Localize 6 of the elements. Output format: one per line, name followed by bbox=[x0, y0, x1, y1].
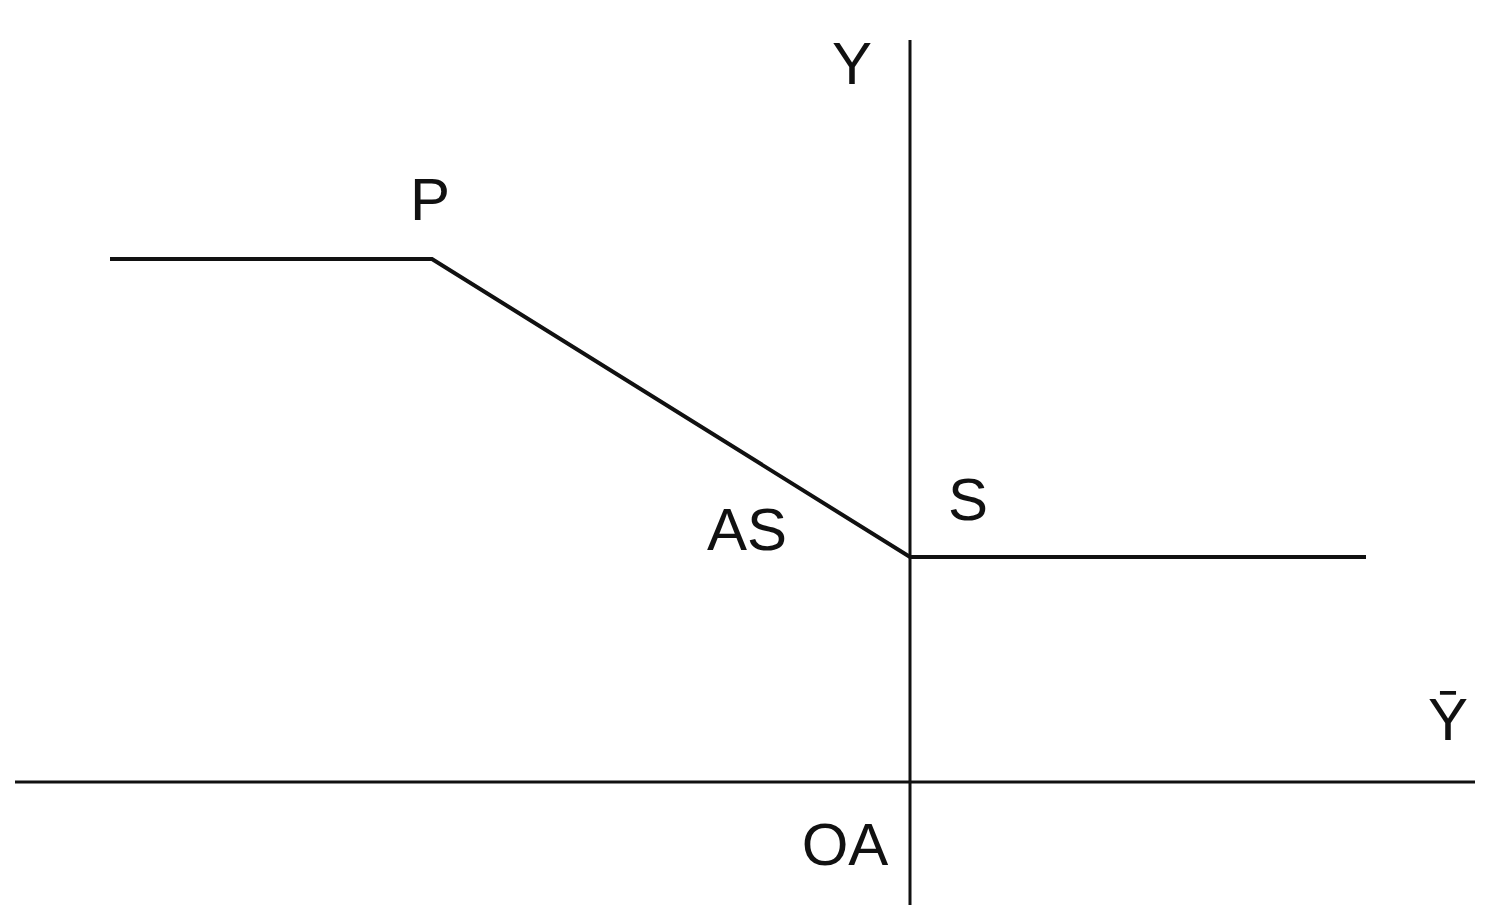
point-label: P bbox=[410, 170, 450, 230]
axis-label: Ȳ bbox=[1428, 690, 1468, 750]
origin-label: OA bbox=[801, 815, 889, 875]
point-label: S bbox=[948, 470, 988, 530]
curve-label: AS bbox=[707, 500, 787, 560]
axis-label: Y bbox=[832, 34, 872, 94]
